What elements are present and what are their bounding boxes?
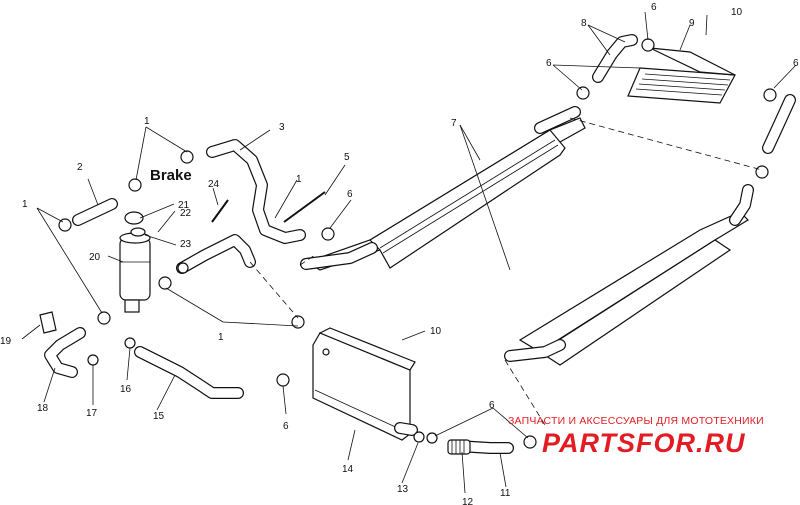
coolant-reservoir (119, 232, 151, 313)
hose-coupler-12 (447, 439, 471, 455)
callout-24: 24 (208, 179, 220, 190)
callout-11: 11 (500, 488, 511, 499)
callout-3: 3 (279, 122, 285, 133)
callout-10: 10 (731, 7, 743, 18)
clamp (87, 354, 99, 366)
heat-exchanger-rail-upper (300, 106, 586, 271)
rod-5 (283, 191, 326, 223)
clamp (291, 315, 305, 329)
callout-23: 23 (180, 239, 192, 250)
callout-1: 1 (22, 199, 28, 210)
callout-5: 5 (344, 152, 350, 163)
callout-15: 15 (153, 411, 165, 422)
callout-6: 6 (793, 58, 799, 69)
clamp (321, 227, 335, 241)
clamp (755, 165, 769, 179)
callout-8: 8 (581, 18, 587, 29)
clamp (158, 276, 172, 290)
callout-14: 14 (342, 464, 354, 475)
callout-6: 6 (489, 400, 495, 411)
callout-6: 6 (283, 421, 289, 432)
heat-exchanger-top (627, 47, 736, 104)
clamp (426, 432, 438, 444)
callout-7: 7 (451, 118, 457, 129)
callout-1: 1 (296, 174, 302, 185)
callout-13: 13 (397, 484, 409, 495)
heat-exchanger-rail-lower (504, 184, 754, 366)
clamp (97, 311, 111, 325)
clamp (276, 373, 290, 387)
watermark-logo: PARTSFOR.RU (542, 428, 746, 458)
clamp (413, 431, 425, 443)
rod-24 (211, 199, 229, 223)
clamp (128, 178, 142, 192)
callout-1: 1 (144, 116, 150, 127)
callout-18: 18 (37, 403, 49, 414)
callout-19: 19 (0, 336, 12, 347)
callout-6: 6 (651, 2, 657, 13)
clamp (58, 218, 72, 232)
clamp (177, 262, 189, 274)
callout-6: 6 (347, 189, 353, 200)
clamp (763, 88, 777, 102)
callout-6: 6 (546, 58, 552, 69)
clamp (523, 435, 537, 449)
reservoir-gasket-23 (130, 227, 146, 237)
clamp (180, 150, 194, 164)
clamp (641, 38, 655, 52)
callout-9: 9 (689, 18, 695, 29)
watermark-text: ЗАПЧАСТИ И АКСЕССУАРЫ ДЛЯ МОТОТЕХНИКИ (508, 415, 764, 427)
callout-10: 10 (430, 326, 442, 337)
callout-20: 20 (89, 252, 101, 263)
clamp (124, 337, 136, 349)
brake-label: Brake (150, 167, 192, 184)
callout-12: 12 (462, 497, 474, 505)
reservoir-cap-21 (124, 211, 144, 225)
callout-22: 22 (180, 208, 192, 219)
elbow-19 (39, 311, 57, 334)
heat-exchanger-box (312, 327, 418, 441)
clamp (576, 86, 590, 100)
callout-1: 1 (218, 332, 224, 343)
callout-17: 17 (86, 408, 98, 419)
callout-2: 2 (77, 162, 83, 173)
callout-16: 16 (120, 384, 132, 395)
callout-21: 21 (178, 200, 190, 211)
